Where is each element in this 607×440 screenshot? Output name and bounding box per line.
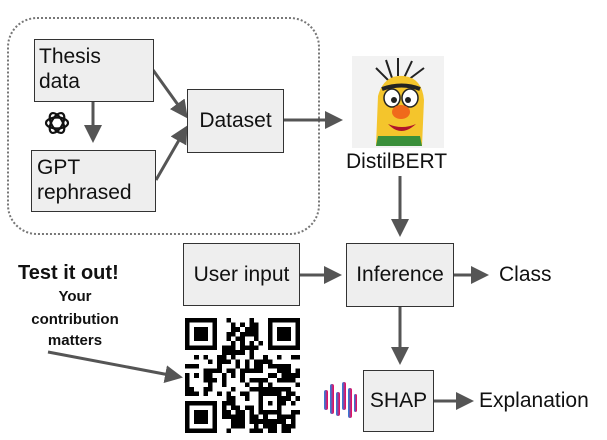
callout-line-2: contribution [31,311,119,328]
dataset-box: Dataset [187,89,284,153]
arrow-callout-to-qr [47,350,183,384]
callout-headline: Test it out! [18,262,119,284]
user-input-box: User input [183,243,300,306]
openai-logo-icon [42,108,72,138]
shap-label: SHAP [369,389,428,412]
inference-label: Inference [356,263,444,286]
thesis-data-box: Thesis data [34,39,154,102]
callout-line-3: matters [47,332,103,349]
callout-line-1: Your [58,288,92,305]
class-label: Class [499,263,552,286]
distilbert-label: DistilBERT [346,150,448,173]
arrow-thesis-to-dataset [151,69,188,119]
qr-code-icon[interactable] [185,318,300,433]
dataset-label: Dataset [199,109,272,132]
arrow-gpt-to-dataset [154,125,188,181]
inference-box: Inference [346,243,454,307]
distilbert-mascot-icon [352,56,444,148]
explanation-label: Explanation [479,389,589,412]
gpt-rephrased-box: GPT rephrased [31,150,156,212]
shap-box: SHAP [363,370,434,432]
gpt-rephrased-label: GPT rephrased [37,156,132,204]
user-input-label: User input [193,263,290,286]
shap-logo-icon [322,380,358,420]
dataset-group-outline [7,17,320,235]
thesis-data-label: Thesis data [39,45,101,93]
